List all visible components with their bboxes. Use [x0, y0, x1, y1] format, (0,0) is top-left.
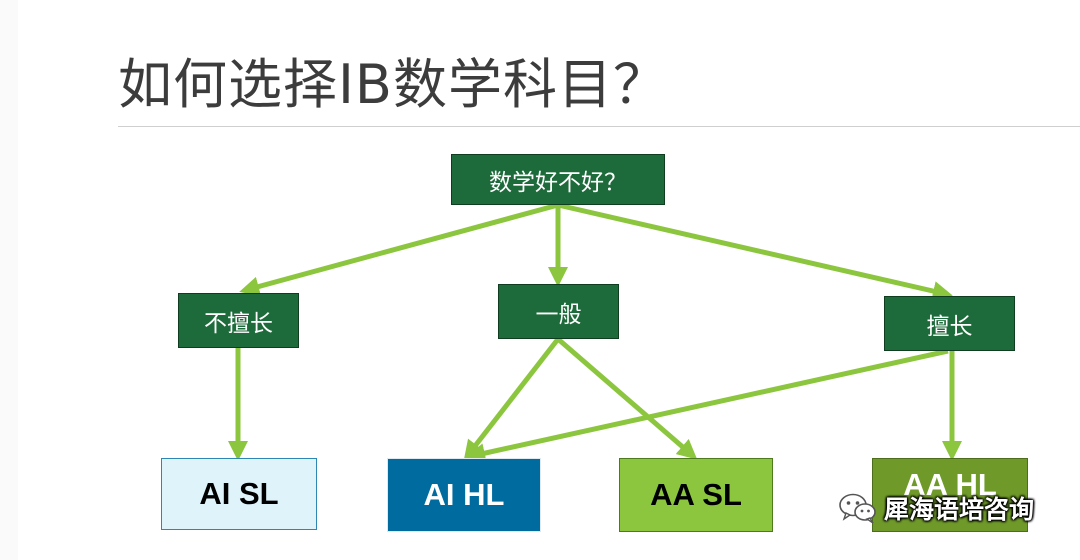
result-aa-hl: AA HL [872, 458, 1028, 532]
arrow-root-to-weak [239, 202, 559, 297]
title-divider [118, 126, 1080, 127]
watermark: 犀海语培咨询 [838, 490, 1034, 526]
result-ai-sl: AI SL [161, 458, 317, 530]
page-title: 如何选择IB数学科目？ [118, 53, 668, 116]
watermark-text: 犀海语培咨询 [884, 495, 1035, 524]
wechat-icon [839, 493, 876, 524]
arrow-average-to-aa-sl [556, 337, 698, 460]
node-math-good-question: 数学好不好？ [451, 154, 665, 205]
node-average: 一般 [498, 284, 619, 339]
result-aa-sl: AA SL [619, 458, 773, 532]
left-margin [0, 0, 18, 560]
result-ai-hl: AI HL [387, 458, 541, 532]
node-good-at: 擅长 [884, 296, 1015, 351]
arrow-root-to-strong [557, 202, 953, 301]
arrow-strong-to-ai-hl [465, 348, 949, 463]
node-not-good-at: 不擅长 [178, 293, 299, 348]
arrow-average-to-ai-hl [463, 337, 560, 461]
